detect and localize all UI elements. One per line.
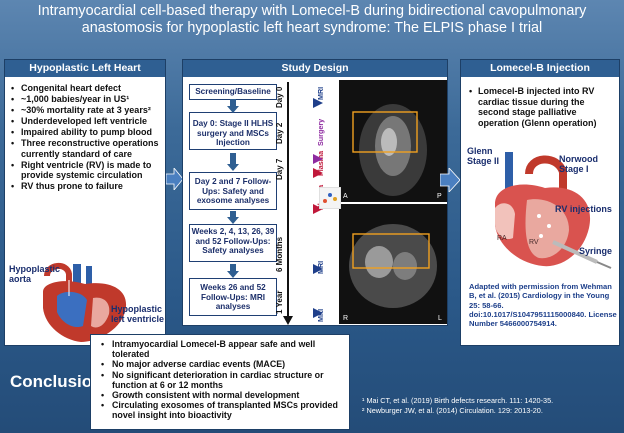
- list-item: Circulating exosomes of transplanted MSC…: [101, 400, 347, 420]
- step-day0: Day 0: Stage II HLHS surgery and MSCs In…: [189, 112, 277, 150]
- timeline-arrow-icon: [283, 316, 293, 325]
- hlhs-heart-illustration: Hypoplastic aorta Hypoplastic left ventr…: [7, 256, 165, 344]
- hlhs-list: Congenital heart defect ~1,000 babies/ye…: [11, 83, 165, 192]
- conclusion-box: Intramyocardial Lomecel-B appear safe an…: [90, 334, 350, 430]
- arrow-down-icon: [227, 153, 239, 171]
- mri-letter: P: [437, 193, 442, 200]
- step-screening: Screening/Baseline: [189, 84, 277, 100]
- list-item: RV thus prone to failure: [11, 181, 165, 192]
- arrow-down-icon: [227, 211, 239, 224]
- injection-heading: Lomecel-B Injection: [461, 60, 619, 77]
- study-heading: Study Design: [183, 60, 447, 77]
- arrow-right-icon: [440, 168, 460, 192]
- mri-image-coronal: A P: [339, 80, 447, 202]
- conclusion-list: Intramyocardial Lomecel-B appear safe an…: [101, 339, 347, 421]
- study-design-panel: Study Design Screening/Baseline Day 0: S…: [182, 59, 448, 326]
- list-item: Impaired ability to pump blood: [11, 127, 165, 138]
- heart-injection-illustration: RA RV: [495, 152, 612, 269]
- timepoint-6-months: 6 Months: [275, 236, 284, 272]
- label-hypoplastic-lv: Hypoplastic left ventricle: [111, 304, 165, 324]
- list-item: ~30% mortality rate at 3 years²: [11, 105, 165, 116]
- list-item: No major adverse cardiac events (MACE): [101, 359, 347, 369]
- label-rv: RV: [529, 239, 539, 246]
- label-glenn-stage-ii: Glenn Stage II: [467, 146, 500, 166]
- mri-letter: R: [343, 315, 348, 322]
- mri-scan-drawing: R L: [339, 204, 447, 324]
- timepoint-day0: Day 0: [275, 86, 284, 108]
- list-item: ~1,000 babies/year in US¹: [11, 94, 165, 105]
- reference-item: ² Newburger JW, et al. (2014) Circulatio…: [362, 406, 543, 415]
- mri-image-axial: R L: [339, 204, 447, 324]
- list-item: Right ventricle (RV) is made to provide …: [11, 160, 165, 181]
- label-hypoplastic-aorta: Hypoplastic aorta: [9, 264, 61, 284]
- arrow-down-icon: [227, 99, 239, 113]
- mri-letter: A: [343, 193, 348, 200]
- step-day2-7: Day 2 and 7 Follow-Ups: Safety and exoso…: [189, 172, 277, 210]
- injection-description: Lomecel-B injected into RV cardiac tissu…: [469, 86, 615, 128]
- list-item: Growth consistent with normal developmen…: [101, 390, 347, 400]
- step-mri-followup: Weeks 26 and 52 Follow-Ups: MRI analyses: [189, 278, 277, 316]
- list-item: No significant deterioration in cardiac …: [101, 370, 347, 390]
- references: ¹ Mai CT, et al. (2019) Birth defects re…: [362, 396, 620, 416]
- label-ra: RA: [497, 235, 507, 242]
- reference-item: ¹ Mai CT, et al. (2019) Birth defects re…: [362, 396, 554, 405]
- arrow-right-icon: [166, 168, 184, 190]
- timeline-axis: [287, 82, 289, 322]
- arrow-down-icon: [227, 264, 239, 278]
- list-item: Intramyocardial Lomecel-B appear safe an…: [101, 339, 347, 359]
- conclusion-heading: Conclusion: [10, 372, 103, 391]
- timepoint-day2: Day 2: [275, 122, 284, 144]
- exosome-chart-icon: [319, 187, 341, 209]
- heart-drawing: [43, 263, 127, 342]
- timepoint-day7: Day 7: [275, 158, 284, 180]
- step-weeks: Weeks 2, 4, 13, 26, 39 and 52 Follow-Ups…: [189, 224, 277, 262]
- mri-letter: L: [438, 315, 442, 322]
- list-item: Underdeveloped left ventricle: [11, 116, 165, 127]
- event-markers: [313, 98, 323, 318]
- list-item: Congenital heart defect: [11, 83, 165, 94]
- hlhs-heading: Hypoplastic Left Heart Syndrome: [5, 60, 165, 91]
- hlhs-panel: Hypoplastic Left Heart Syndrome Congenit…: [4, 59, 166, 346]
- list-item: Three reconstructive operations currentl…: [11, 138, 165, 159]
- label-norwood-stage-i: Norwood Stage I: [559, 154, 598, 174]
- injection-panel: Lomecel-B Injection Lomecel-B injected i…: [460, 59, 620, 346]
- label-rv-injections: RV injections: [555, 204, 612, 214]
- poster-title: Intramyocardial cell-based therapy with …: [37, 3, 587, 36]
- mri-scan-drawing: A P: [339, 80, 447, 202]
- adapted-citation: Adapted with permission from Wehman B, e…: [469, 282, 617, 329]
- timepoint-1-year: 1 Year: [275, 290, 284, 314]
- label-syringe: Syringe: [579, 246, 613, 256]
